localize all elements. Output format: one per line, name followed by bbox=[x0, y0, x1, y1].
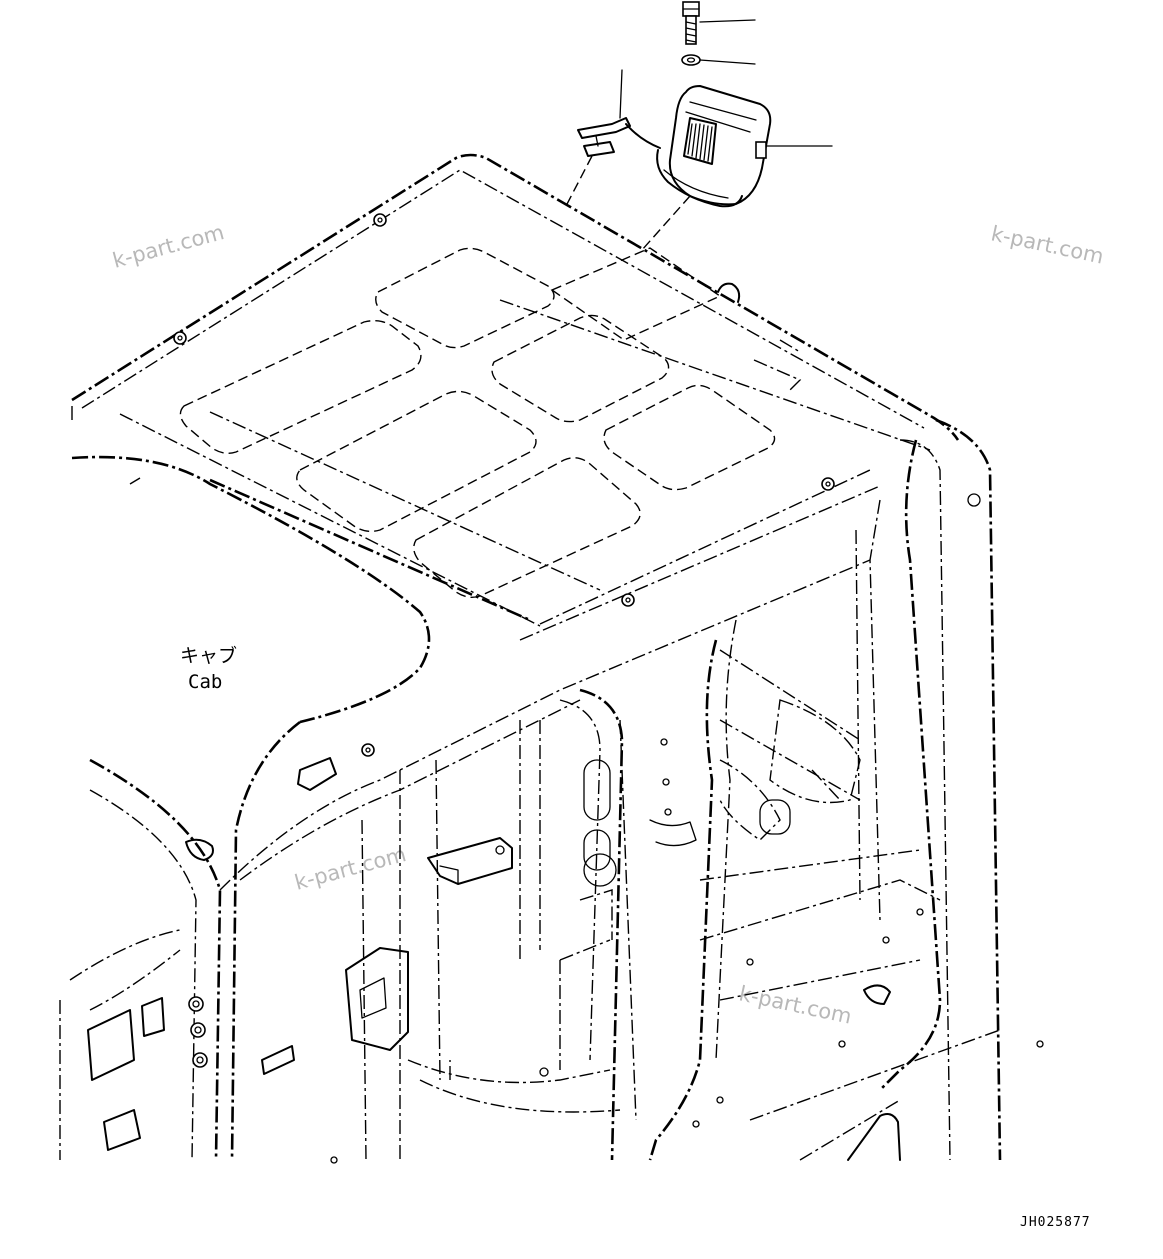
cab-frame bbox=[59, 339, 1044, 1164]
washer-part bbox=[681, 54, 756, 66]
watermark-bottom-right: k-part.com bbox=[737, 981, 854, 1028]
bolt-part bbox=[682, 1, 756, 45]
watermark-top-left: k-part.com bbox=[110, 220, 227, 273]
cab-label-japanese: キャブ bbox=[180, 644, 237, 667]
drawing-code: JH025877 bbox=[1020, 1215, 1091, 1230]
watermark-top-right: k-part.com bbox=[989, 221, 1106, 268]
clip-leader-line bbox=[619, 69, 623, 119]
watermark-center: k-part.com bbox=[292, 842, 409, 895]
cab-label: キャブ Cab bbox=[180, 644, 237, 693]
wire-clip-part bbox=[565, 69, 631, 207]
watermarks: k-part.com k-part.com k-part.com k-part.… bbox=[110, 220, 1106, 1029]
cab-roof bbox=[71, 153, 1002, 1161]
bolt-leader-line bbox=[699, 19, 756, 23]
washer-leader-line bbox=[699, 59, 756, 65]
roof-bolts bbox=[173, 213, 835, 757]
cab-label-english: Cab bbox=[188, 671, 222, 693]
light-lamp-part bbox=[625, 85, 833, 251]
